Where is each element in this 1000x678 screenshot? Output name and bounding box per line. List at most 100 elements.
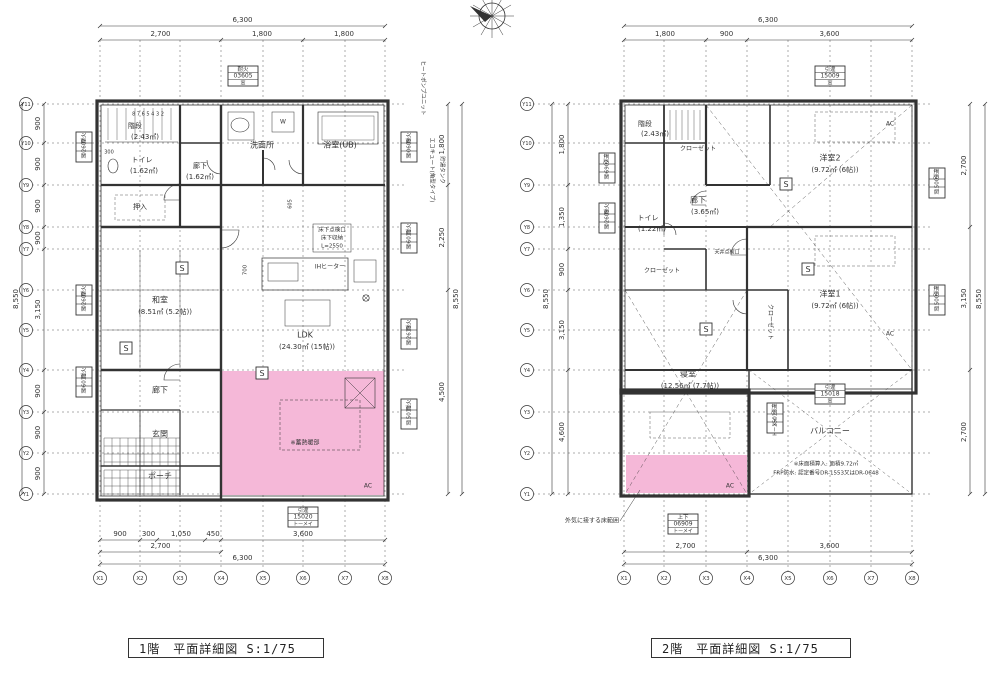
f1-hall-small-label: 廊下 (193, 161, 207, 170)
f1-dim-left-tick (41, 224, 47, 230)
f1-grid-y-bubble (19, 242, 33, 256)
f1-dim-bottom-tick (154, 537, 160, 543)
f1-grid-y-bubble (19, 220, 33, 234)
switch-symbol: S (783, 180, 788, 189)
f1-bathtub (317, 111, 379, 145)
f1-grid-y-bubble (19, 487, 33, 501)
f1-outer-wall (95, 99, 390, 502)
f2-closet2-label: クローゼット (644, 267, 680, 275)
compass-ray (491, 4, 512, 17)
f2-grid-x-bubble (905, 571, 919, 585)
f1-dim-top-tick (97, 37, 103, 43)
f1-door (288, 159, 304, 175)
f2-callout-1-top: 引違 (603, 153, 611, 165)
f2-hall-label: 廊下 (690, 195, 706, 205)
f1-dim-bottom-sub-tick (218, 549, 224, 555)
f1-dim-left-value: 900 (34, 157, 42, 170)
f2-stair-label: 階段 (638, 119, 652, 128)
f1-hall-label: 廊下 (152, 385, 168, 395)
f1-ih (353, 259, 377, 283)
f1-callout-6-bot: 窓 (81, 388, 88, 393)
f2-callout-2-top: 耐火 (603, 203, 611, 215)
compass-ray (472, 4, 493, 17)
f2-grid-y-bubble (520, 178, 534, 192)
f1-grid-y-bubble (19, 283, 33, 297)
f1-callout-0-mid: 03605 (233, 73, 252, 80)
f2-grid-x-label: X1 (620, 576, 627, 582)
f1-dim-right-value: 2,250 (438, 227, 446, 247)
f1-grid-x-label: X3 (176, 576, 184, 582)
f2-dim-bottom-total-tick (909, 561, 915, 567)
f1-dim-bottom-sub-tick (97, 549, 103, 555)
f1-dim-bottom-tick (97, 537, 103, 543)
f1-callout-3-top: 耐火 (405, 223, 413, 235)
f1-grid-y-label: Y3 (22, 410, 29, 416)
f1-dim-left-value: 3,150 (34, 299, 42, 319)
f2-exterior-note: 外気に接する床範囲 (565, 517, 619, 525)
f2-dim-top-tick (703, 37, 709, 43)
f2-grid-y-bubble (520, 136, 534, 150)
f2-bed2-outline (814, 111, 896, 143)
f1-callout-2-mid: 00609 (407, 138, 413, 156)
f1-dim-right-value: 4,500 (438, 382, 446, 402)
f1-side-note-1: エコキュート(角型タイプ) (429, 138, 437, 203)
f1-callout-4-bot: 窓 (81, 306, 88, 311)
f1-dim-top-value: 1,800 (252, 30, 272, 38)
f1-washer-label: W (280, 119, 286, 126)
f1-closet-outline (114, 194, 166, 221)
f2-callout-0-top: 引違 (824, 65, 836, 73)
f2-dim-left-tick (565, 287, 571, 293)
f2-grid-y-label: Y3 (523, 410, 530, 416)
f1-underfloor3-label: L=2550 (321, 244, 343, 250)
f2-master-area: (12.56㎡ (7.7帖)) (661, 381, 720, 390)
f2-dim-right-tick (967, 224, 973, 230)
f1-callout-5-mid: 02613 (407, 325, 413, 343)
f1-grid-y-label: Y1 (22, 492, 29, 498)
f1-grid-x-bubble (296, 571, 310, 585)
f1-dim-bottom-total-value: 6,300 (232, 554, 252, 562)
f1-dim-right-value: 1,800 (438, 134, 446, 154)
f2-dim-left-total-value: 8,550 (542, 289, 550, 309)
f1-callout-8-box (287, 506, 319, 528)
f1-dim-left-tick (41, 101, 47, 107)
f1-dim-top-value: 2,700 (150, 30, 170, 38)
f2-ac2-label: AC (886, 331, 894, 338)
f1-dim-left-total-tick (19, 491, 25, 497)
f1-dim-left-tick (41, 246, 47, 252)
f2-dim-right-value: 2,700 (960, 422, 968, 442)
switch-box (119, 341, 133, 355)
f2-ac-label: AC (726, 483, 734, 490)
f1-dim-right-tick (445, 287, 451, 293)
f2-grid-y-label: Y7 (523, 247, 530, 253)
f1-callout-1-bot: 窓 (81, 153, 88, 158)
f2-grid-y-bubble (520, 283, 534, 297)
f2-hall-area: (3.65㎡) (691, 208, 719, 216)
f2-grid-y-label: Y8 (523, 225, 530, 231)
f1-kitchen-counter (261, 257, 349, 291)
f1-grid-x-bubble (378, 571, 392, 585)
f2-balcony-label: バルコニー (810, 427, 850, 436)
f2-roof-line (624, 289, 748, 495)
f2-grid-x-bubble (699, 571, 713, 585)
f1-grid-x-bubble (214, 571, 228, 585)
f2-closet3-label: クローゼット (767, 304, 775, 340)
f2-callout-2-bot: 窓 (604, 224, 611, 229)
switch-symbol: S (805, 265, 810, 274)
f1-side-note-2: 貯湯タンク (439, 156, 447, 184)
f2-callout-0-mid: 15009 (820, 73, 839, 80)
f1-grid-y-label: Y9 (22, 183, 29, 189)
f2-grid-x-bubble (781, 571, 795, 585)
f2-grid-x-label: X5 (784, 576, 792, 582)
f2-callout-7-top: 引違 (824, 383, 836, 391)
f2-door (732, 299, 748, 315)
f1-washroom-label: 洗面所 (250, 140, 274, 150)
f1-grid-x-bubble (93, 571, 107, 585)
f1-washitsu-area: (8.51㎡ (5.2帖)) (138, 307, 192, 316)
f2-bedroom2-area: (9.72㎡ (6帖)) (811, 165, 858, 174)
f2-callout-1-box (598, 152, 616, 184)
f2-callout-7-box (814, 383, 846, 405)
f2-balcony-note2: FRP防水: 認定番号DR-1553又はDR-0648 (773, 469, 879, 477)
f2-dim-top-tick (909, 37, 915, 43)
f1-callout-3-mid: 06011 (407, 229, 413, 247)
f2-grid-y-label: Y4 (523, 368, 530, 374)
